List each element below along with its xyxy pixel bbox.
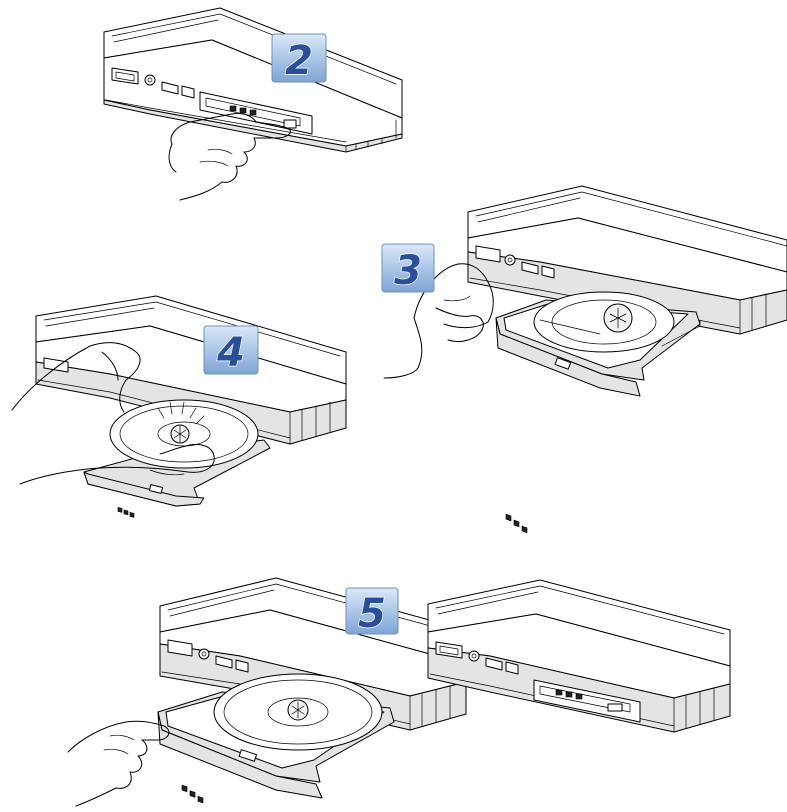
step-5-illustration [67, 577, 467, 807]
step-5-badge: 5 [345, 587, 399, 638]
step-4-number: 4 [216, 330, 245, 376]
step-2-badge: 2 [271, 33, 327, 85]
step-4-badge: 4 [203, 325, 259, 377]
step-3-badge: 3 [381, 243, 435, 295]
step-2-number: 2 [285, 38, 313, 84]
step-2-illustration [103, 7, 403, 201]
step-5-number: 5 [358, 591, 386, 637]
step-3-illustration [383, 185, 787, 534]
step-3-number: 3 [394, 248, 422, 294]
step-5-closed-drive-illustration [427, 579, 731, 733]
step-4-illustration [11, 295, 347, 518]
